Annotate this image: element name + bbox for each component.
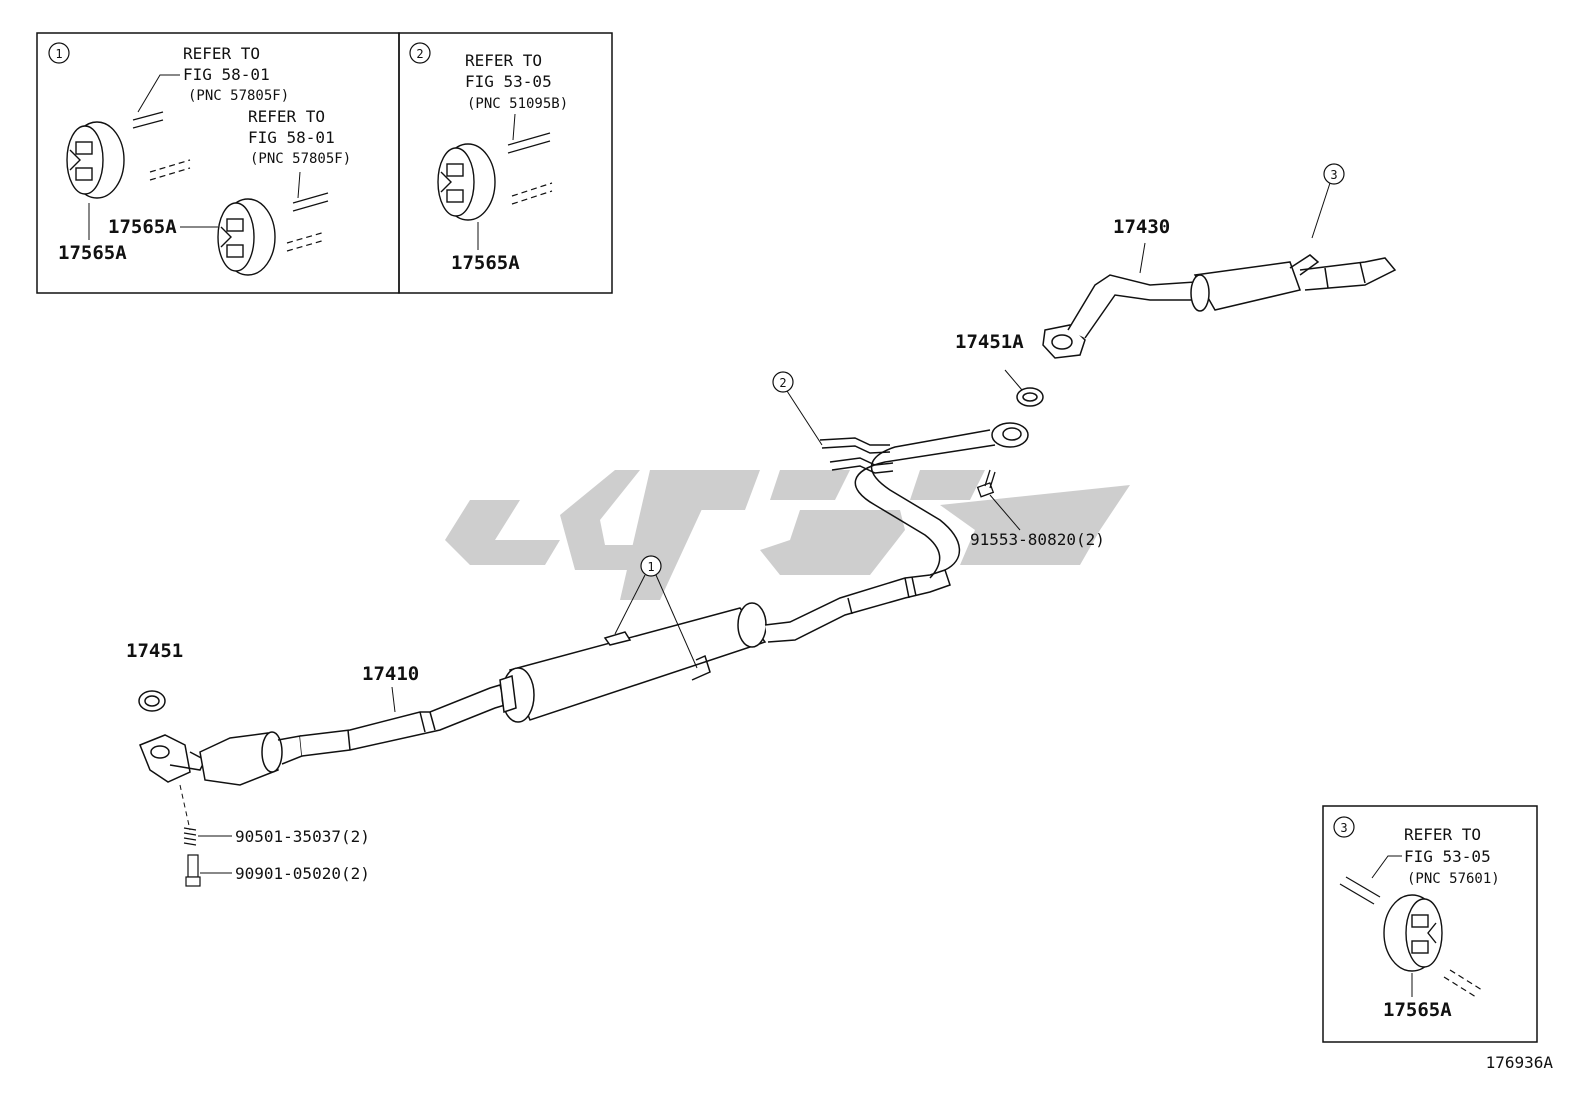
inset-1-ref-b-line1: REFER TO [248,107,325,126]
callout-1: 1 [614,555,698,669]
leader-line [1004,369,1023,391]
callout-3: 3 [1311,163,1345,239]
dashed-line [179,784,191,831]
part-17451-label: 17451 [126,640,183,662]
leader-line [1139,242,1146,274]
inset-1-part-b: 17565A [108,216,177,238]
part-bolt-mid-label: 91553-80820(2) [970,530,1105,549]
callout-2-text: 2 [779,376,786,390]
leader-line [391,686,396,713]
intermediate-pipe [819,422,1029,579]
inset-2-ref-line3: (PNC 51095B) [467,96,568,112]
leader-line [137,74,180,113]
leader-line [512,113,516,141]
rubber-hanger-icon [66,121,125,199]
part-17430-label: 17430 [1113,216,1170,238]
center-muffler [499,569,951,723]
figure-id: 176936A [1486,1053,1554,1072]
inset-1-box: 1 REFER TO FIG 58-01 (PNC 57805F) REFER … [36,32,400,294]
callout-circle [48,42,70,64]
part-spring-label: 90501-35037(2) [235,827,370,846]
inset-1-ref-a-line1: REFER TO [183,44,260,63]
leader-line [989,494,1021,531]
hanger-rod-icon [132,111,329,252]
callout-3-text: 3 [1330,168,1337,182]
inset-1-ref-b-line2: FIG 58-01 [248,128,335,147]
inset-1-part-a: 17565A [58,242,127,264]
tail-pipe-muffler [1042,254,1397,359]
inset-2-part: 17565A [451,252,520,274]
inset-3-part: 17565A [1383,999,1452,1021]
inset-1-ref-a-line2: FIG 58-01 [183,65,270,84]
inset-1-ref-a-line3: (PNC 57805F) [188,88,289,104]
inset-3-ref-line3: (PNC 57601) [1407,871,1500,887]
inset-3-ref-line1: REFER TO [1404,825,1481,844]
bolt-icon [976,469,996,498]
hanger-rod-icon [1339,876,1483,998]
part-17410-label: 17410 [362,663,419,685]
inset-1-ref-b-line3: (PNC 57805F) [250,151,351,167]
inset-3-ref-line2: FIG 53-05 [1404,847,1491,866]
rubber-hanger-icon [217,198,276,276]
front-pipe-assembly [139,684,506,786]
part-bolt-front-label: 90901-05020(2) [235,864,370,883]
gasket-17451 [138,690,166,712]
gasket-17451a [1016,387,1044,407]
rubber-hanger-icon [437,143,496,221]
part-17451a-label: 17451A [955,331,1024,353]
inset-3-box: 3 REFER TO FIG 53-05 (PNC 57601) 17565A [1322,805,1538,1043]
callout-circle [409,42,431,64]
inset-2-box: 2 REFER TO FIG 53-05 (PNC 51095B) 17565A [398,32,613,294]
inset-3-callout: 3 [1340,821,1347,835]
inset-2-ref-line2: FIG 53-05 [465,72,552,91]
spring-icon [183,827,197,846]
inset-1-callout: 1 [55,47,62,61]
bolt-icon [185,854,201,887]
leader-line [1371,855,1402,879]
callout-1-text: 1 [647,560,654,574]
hanger-rod-icon [507,132,553,205]
rubber-hanger-icon [1383,894,1443,972]
callout-2: 2 [772,371,823,446]
inset-2-ref-line1: REFER TO [465,51,542,70]
inset-2-callout: 2 [416,47,423,61]
callout-circle [1333,816,1355,838]
leader-line [297,171,301,199]
